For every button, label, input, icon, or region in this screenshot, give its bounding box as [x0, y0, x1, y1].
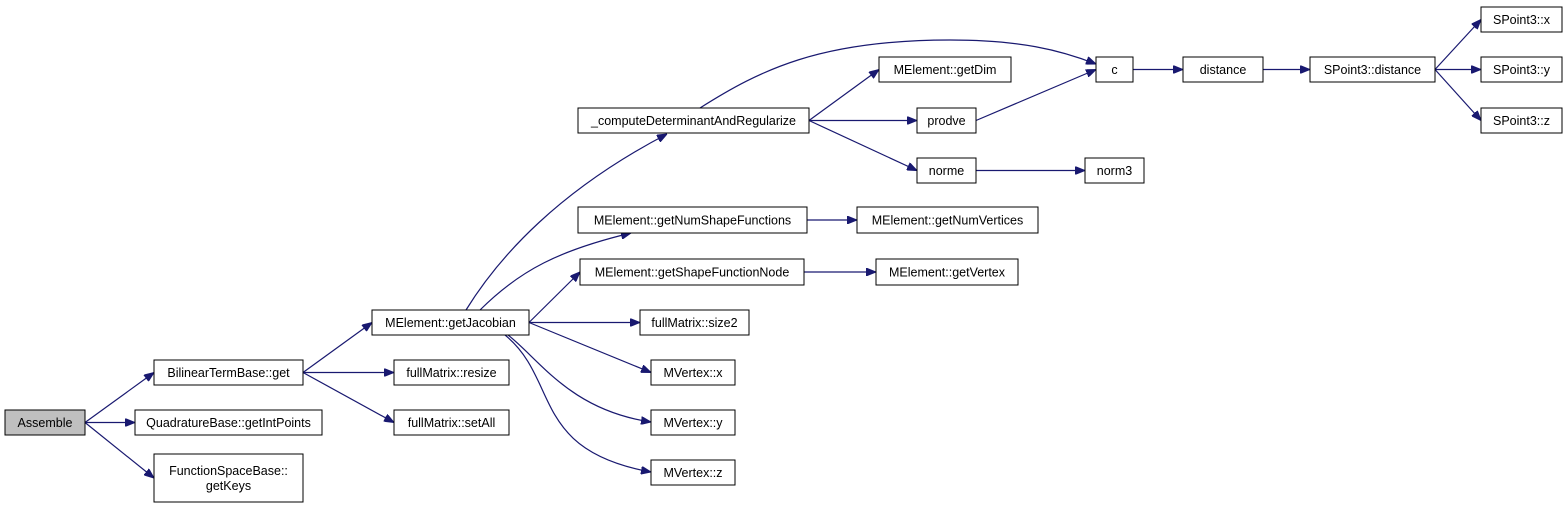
- node-spoint3_distance[interactable]: SPoint3::distance: [1309, 56, 1436, 83]
- edge-compute_det-to-c: [699, 39, 1096, 109]
- node-label: getKeys: [206, 479, 251, 493]
- edge-compute_det-to-norme: [808, 119, 917, 171]
- node-box[interactable]: [1309, 56, 1436, 83]
- node-box[interactable]: [134, 409, 323, 436]
- node-box[interactable]: [650, 359, 736, 386]
- node-melement_getjacobian[interactable]: MElement::getJacobian: [371, 309, 530, 336]
- node-box[interactable]: [153, 453, 304, 503]
- node-label: MElement::getNumShapeFunctions: [594, 214, 791, 228]
- node-label: MElement::getShapeFunctionNode: [595, 266, 790, 280]
- node-box[interactable]: [878, 56, 1012, 83]
- node-box[interactable]: [1084, 157, 1145, 184]
- node-assemble[interactable]: Assemble: [4, 409, 86, 436]
- node-label: SPoint3::distance: [1324, 63, 1421, 77]
- node-box[interactable]: [856, 206, 1039, 234]
- node-label: BilinearTermBase::get: [167, 366, 290, 380]
- node-label: Assemble: [18, 416, 73, 430]
- node-mvertex_x[interactable]: MVertex::x: [650, 359, 736, 386]
- node-fsb_getkeys[interactable]: FunctionSpaceBase::getKeys: [153, 453, 304, 503]
- node-box[interactable]: [579, 258, 805, 286]
- node-melement_getnumshapefunctions[interactable]: MElement::getNumShapeFunctions: [577, 206, 808, 234]
- edge-compute_det-to-melement_getdim: [808, 70, 879, 121]
- edges-layer: [84, 20, 1481, 479]
- node-label: c: [1111, 63, 1117, 77]
- node-label: norm3: [1097, 164, 1132, 178]
- node-label: MElement::getDim: [894, 63, 997, 77]
- edge-melement_getjacobian-to-mvertex_x: [528, 321, 651, 374]
- edge-melement_getjacobian-to-compute_det: [465, 134, 667, 311]
- edge-assemble-to-fsb_getkeys: [84, 422, 154, 479]
- node-box[interactable]: [650, 459, 736, 486]
- nodes-layer: Assemble BilinearTermBase::getQuadratureB…: [4, 6, 1563, 503]
- node-fullmatrix_setall[interactable]: fullMatrix::setAll: [393, 409, 510, 436]
- edge-bilinear_get-to-fullmatrix_setall: [302, 371, 394, 423]
- edge-spoint3_distance-to-spoint3_x: [1434, 20, 1481, 70]
- edge-melement_getjacobian-to-melement_getshapefunctionnode: [528, 272, 580, 323]
- node-compute_det[interactable]: _computeDeterminantAndRegularize: [577, 107, 810, 134]
- edge-melement_getjacobian-to-mvertex_y: [507, 334, 651, 422]
- node-box[interactable]: [393, 359, 510, 386]
- node-mvertex_y[interactable]: MVertex::y: [650, 409, 736, 436]
- node-c[interactable]: c: [1095, 56, 1134, 83]
- edge-spoint3_distance-to-spoint3_z: [1434, 69, 1481, 121]
- node-norme[interactable]: norme: [916, 157, 977, 184]
- node-label: _computeDeterminantAndRegularize: [590, 114, 796, 128]
- node-spoint3_y[interactable]: SPoint3::y: [1480, 56, 1563, 83]
- edge-bilinear_get-to-melement_getjacobian: [302, 323, 372, 373]
- node-fullmatrix_resize[interactable]: fullMatrix::resize: [393, 359, 510, 386]
- node-box[interactable]: [916, 107, 977, 134]
- node-box[interactable]: [639, 309, 750, 336]
- node-box[interactable]: [1480, 6, 1563, 33]
- node-box[interactable]: [1480, 107, 1563, 134]
- node-label: fullMatrix::resize: [406, 366, 496, 380]
- node-label: SPoint3::z: [1493, 114, 1550, 128]
- node-label: MVertex::z: [663, 466, 722, 480]
- node-label: fullMatrix::setAll: [408, 416, 496, 430]
- node-box[interactable]: [393, 409, 510, 436]
- edge-melement_getjacobian-to-melement_getnumshapefunctions: [479, 233, 631, 311]
- node-label: norme: [929, 164, 964, 178]
- node-bilinear_get[interactable]: BilinearTermBase::get: [153, 359, 304, 386]
- node-label: FunctionSpaceBase::: [169, 464, 288, 478]
- node-box[interactable]: [875, 258, 1019, 286]
- node-quad_getintpoints[interactable]: QuadratureBase::getIntPoints: [134, 409, 323, 436]
- node-melement_getshapefunctionnode[interactable]: MElement::getShapeFunctionNode: [579, 258, 805, 286]
- node-mvertex_z[interactable]: MVertex::z: [650, 459, 736, 486]
- node-box[interactable]: [577, 107, 810, 134]
- node-label: SPoint3::x: [1493, 13, 1551, 27]
- node-label: prodve: [927, 114, 965, 128]
- node-label: SPoint3::y: [1493, 63, 1551, 77]
- node-box[interactable]: [4, 409, 86, 436]
- node-box[interactable]: [1182, 56, 1264, 83]
- node-box[interactable]: [1480, 56, 1563, 83]
- node-fullmatrix_size2[interactable]: fullMatrix::size2: [639, 309, 750, 336]
- node-melement_getnumvertices[interactable]: MElement::getNumVertices: [856, 206, 1039, 234]
- node-box[interactable]: [371, 309, 530, 336]
- node-label: QuadratureBase::getIntPoints: [146, 416, 311, 430]
- edge-assemble-to-bilinear_get: [84, 373, 154, 423]
- node-label: fullMatrix::size2: [651, 316, 737, 330]
- node-spoint3_x[interactable]: SPoint3::x: [1480, 6, 1563, 33]
- node-box[interactable]: [1095, 56, 1134, 83]
- node-prodve[interactable]: prodve: [916, 107, 977, 134]
- node-label: MElement::getNumVertices: [872, 214, 1023, 228]
- node-label: MElement::getVertex: [889, 266, 1006, 280]
- node-box[interactable]: [153, 359, 304, 386]
- node-label: MVertex::y: [663, 416, 723, 430]
- node-distance[interactable]: distance: [1182, 56, 1264, 83]
- node-box[interactable]: [650, 409, 736, 436]
- node-spoint3_z[interactable]: SPoint3::z: [1480, 107, 1563, 134]
- node-box[interactable]: [916, 157, 977, 184]
- node-norm3[interactable]: norm3: [1084, 157, 1145, 184]
- node-label: MElement::getJacobian: [385, 316, 516, 330]
- edge-prodve-to-c: [975, 68, 1096, 122]
- node-label: MVertex::x: [663, 366, 723, 380]
- edge-melement_getjacobian-to-mvertex_z: [504, 334, 651, 472]
- node-melement_getdim[interactable]: MElement::getDim: [878, 56, 1012, 83]
- node-label: distance: [1200, 63, 1247, 77]
- node-box[interactable]: [577, 206, 808, 234]
- node-melement_getvertex[interactable]: MElement::getVertex: [875, 258, 1019, 286]
